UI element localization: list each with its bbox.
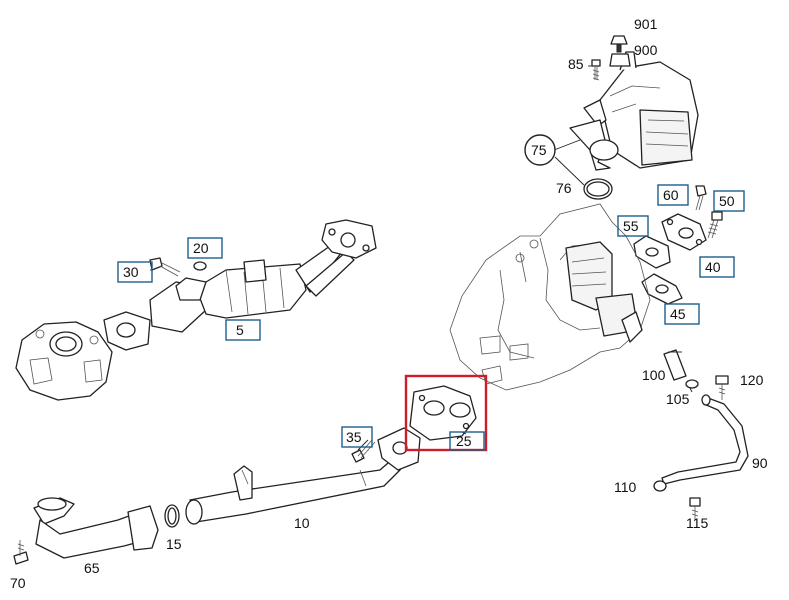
svg-text:900: 900 <box>634 42 658 58</box>
svg-text:70: 70 <box>10 575 26 591</box>
svg-text:901: 901 <box>634 16 658 32</box>
exhaust-pipe-65[interactable] <box>33 497 159 559</box>
bolt-60[interactable] <box>695 185 707 211</box>
egr-valve-assembly[interactable] <box>569 51 699 171</box>
svg-text:25: 25 <box>456 433 472 449</box>
callout-100[interactable]: 100 <box>642 367 666 383</box>
callout-5[interactable]: 5 <box>225 319 261 341</box>
callout-20[interactable]: 20 <box>187 237 223 259</box>
callout-76[interactable]: 76 <box>556 180 572 196</box>
svg-text:65: 65 <box>84 560 100 576</box>
bolt-115[interactable] <box>689 497 701 520</box>
bolt-70[interactable] <box>13 540 29 565</box>
callout-901[interactable]: 901 <box>634 16 658 32</box>
svg-text:10: 10 <box>294 515 310 531</box>
egr-pipe-90[interactable] <box>661 394 749 485</box>
svg-text:105: 105 <box>666 391 690 407</box>
svg-text:45: 45 <box>670 306 686 322</box>
callout-40[interactable]: 40 <box>699 256 735 278</box>
selection-highlight-box <box>404 374 488 452</box>
gasket-45[interactable] <box>641 273 683 305</box>
callout-115[interactable]: 115 <box>686 515 709 531</box>
clamp-110[interactable] <box>653 480 667 492</box>
callout-25[interactable]: 25 <box>449 431 485 451</box>
clamp-105[interactable] <box>685 379 699 389</box>
bolt-50[interactable] <box>707 211 723 239</box>
callout-900[interactable]: 900 <box>634 42 658 58</box>
connector[interactable] <box>609 53 631 67</box>
gasket-25[interactable] <box>409 385 477 441</box>
callout-65[interactable]: 65 <box>84 560 100 576</box>
callout-45[interactable]: 45 <box>664 303 700 325</box>
callout-60[interactable]: 60 <box>657 184 689 206</box>
callout-90[interactable]: 90 <box>752 455 768 471</box>
bolt-85[interactable] <box>591 59 601 81</box>
ring-15[interactable] <box>164 504 180 528</box>
exhaust-pipe-10[interactable] <box>185 427 421 525</box>
callout-55[interactable]: 55 <box>617 215 649 237</box>
svg-text:40: 40 <box>705 259 721 275</box>
svg-text:20: 20 <box>193 240 209 256</box>
svg-text:75: 75 <box>531 142 547 158</box>
svg-text:55: 55 <box>623 218 639 234</box>
o-ring-76[interactable] <box>583 178 613 200</box>
svg-text:110: 110 <box>614 479 637 495</box>
svg-text:30: 30 <box>123 264 139 280</box>
callout-10[interactable]: 10 <box>294 515 310 531</box>
gasket-40[interactable] <box>661 213 707 251</box>
svg-text:85: 85 <box>568 56 584 72</box>
svg-text:5: 5 <box>236 322 244 338</box>
callout-105[interactable]: 105 <box>666 391 690 407</box>
callout-85[interactable]: 85 <box>568 56 584 72</box>
svg-text:100: 100 <box>642 367 666 383</box>
bolt-30[interactable] <box>149 257 181 277</box>
bolt-120[interactable] <box>715 375 729 400</box>
svg-text:15: 15 <box>166 536 182 552</box>
engine-manifold <box>449 203 651 391</box>
turbo-flange <box>15 321 113 401</box>
sensor-plug[interactable] <box>610 35 628 53</box>
svg-text:120: 120 <box>740 372 764 388</box>
svg-text:90: 90 <box>752 455 768 471</box>
callout-35[interactable]: 35 <box>341 426 373 448</box>
o-ring-20[interactable] <box>193 261 207 271</box>
callout-75[interactable]: 75 <box>524 134 556 166</box>
catalytic-converter-5[interactable] <box>103 219 377 351</box>
svg-text:60: 60 <box>663 187 679 203</box>
svg-text:50: 50 <box>719 193 735 209</box>
callout-110[interactable]: 110 <box>614 479 637 495</box>
callout-70[interactable]: 70 <box>10 575 26 591</box>
callout-120[interactable]: 120 <box>740 372 764 388</box>
callout-50[interactable]: 50 <box>713 190 745 212</box>
sleeve-100[interactable] <box>663 349 687 381</box>
svg-text:35: 35 <box>346 429 362 445</box>
svg-text:76: 76 <box>556 180 572 196</box>
gasket-55[interactable] <box>633 235 671 269</box>
svg-text:115: 115 <box>686 515 709 531</box>
callout-30[interactable]: 30 <box>117 261 153 283</box>
callout-15[interactable]: 15 <box>166 536 182 552</box>
